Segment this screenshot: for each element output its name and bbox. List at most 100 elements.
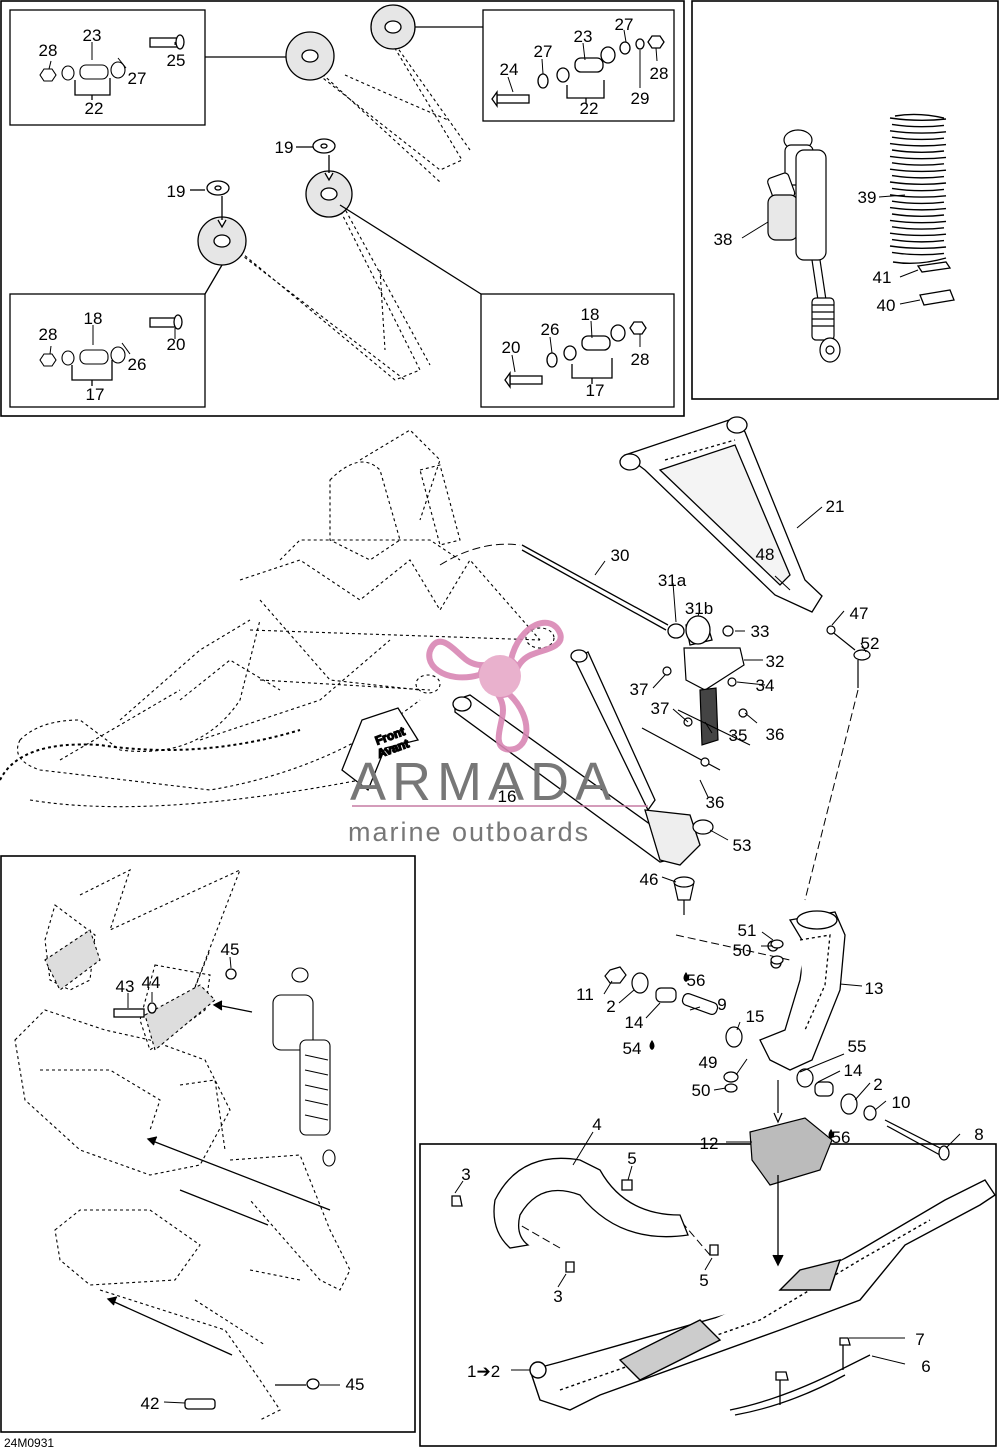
callout-26: 26 <box>541 320 560 339</box>
sway-bracket-32-35 <box>641 625 751 771</box>
callout-20: 20 <box>167 335 186 354</box>
callout-28: 28 <box>631 350 650 369</box>
wear-bar-6 <box>729 1337 871 1416</box>
callout-56: 56 <box>832 1128 851 1147</box>
prop-hub <box>479 655 521 697</box>
chassis-inset <box>0 855 416 1433</box>
callout-17: 17 <box>86 385 105 404</box>
callout-37: 37 <box>651 699 670 718</box>
callout-15: 15 <box>746 1007 765 1026</box>
brand-name: ARMADA <box>350 752 617 812</box>
callout-32: 32 <box>766 652 785 671</box>
ski-mount-hardware <box>604 939 950 1186</box>
drop-icon <box>828 1129 834 1139</box>
callout-5: 5 <box>627 1149 636 1168</box>
hardware-17-left <box>39 314 183 386</box>
callout-52: 52 <box>861 634 880 653</box>
callout-43: 43 <box>116 977 135 996</box>
callout-46: 46 <box>640 870 659 889</box>
callout-9: 9 <box>717 995 726 1014</box>
callout-19: 19 <box>167 182 186 201</box>
prop-blade <box>507 619 564 673</box>
callout-28: 28 <box>39 41 58 60</box>
bushing-circle-cores <box>213 20 402 248</box>
callout-54: 54 <box>623 1039 642 1058</box>
callout-50: 50 <box>733 941 752 960</box>
propeller-logo <box>426 619 564 753</box>
bushing-circles <box>197 4 416 266</box>
callout-17: 17 <box>586 381 605 400</box>
callout-21: 21 <box>826 497 845 516</box>
callout-8: 8 <box>974 1125 983 1144</box>
callout-31b: 31b <box>685 599 713 618</box>
callout-2: 2 <box>606 997 615 1016</box>
callout-38: 38 <box>714 230 733 249</box>
callout-44: 44 <box>142 973 161 992</box>
hardware-box-17-right <box>480 293 675 408</box>
upper-a-arm-21 <box>619 416 823 613</box>
callout-47: 47 <box>850 604 869 623</box>
callout-5: 5 <box>699 1271 708 1290</box>
spacer-washers-19 <box>206 138 336 229</box>
callout-45: 45 <box>346 1375 365 1394</box>
callout-55: 55 <box>848 1037 867 1056</box>
callout-30: 30 <box>611 546 630 565</box>
callout-28: 28 <box>39 325 58 344</box>
lower-arm-16 <box>452 649 701 866</box>
callout-3: 3 <box>553 1287 562 1306</box>
hardware-box-17-left <box>9 293 206 408</box>
callout-18: 18 <box>84 309 103 328</box>
callout-26: 26 <box>128 355 147 374</box>
shock-spring-inset <box>691 0 999 400</box>
callout-20: 20 <box>502 338 521 357</box>
callout-13: 13 <box>865 979 884 998</box>
callout-leaders <box>48 29 961 1404</box>
callout-14: 14 <box>844 1061 863 1080</box>
chassis-arrows <box>106 1000 331 1356</box>
chassis-fasteners <box>113 968 320 1410</box>
callout-41: 41 <box>873 268 892 287</box>
callout-23: 23 <box>574 27 593 46</box>
callout-11: 11 <box>576 985 594 1004</box>
drop-icon <box>683 972 689 982</box>
drawing-code: 24M0931 <box>4 1436 54 1450</box>
callout-12: 12 <box>700 1134 719 1153</box>
callout-56: 56 <box>687 971 706 990</box>
callout-35: 35 <box>729 726 748 745</box>
ski-handle-4 <box>451 1157 719 1273</box>
callout-25: 25 <box>167 51 186 70</box>
shock-absorber-38 <box>767 129 841 363</box>
ball-joints <box>673 625 871 915</box>
callout-4: 4 <box>592 1115 601 1134</box>
callout-50: 50 <box>692 1081 711 1100</box>
hardware-22-right <box>491 35 665 109</box>
hardware-box-22-right <box>482 9 675 122</box>
assembly-arrows <box>772 1175 784 1267</box>
drop-icon <box>649 1040 655 1050</box>
ghost-front-suspension <box>0 429 555 808</box>
callout-39: 39 <box>858 188 877 207</box>
callout-16: 16 <box>498 787 517 806</box>
prop-blade <box>426 638 488 681</box>
callout-23: 23 <box>83 26 102 45</box>
spring-seats-40-41 <box>916 261 955 306</box>
callout-53: 53 <box>733 836 752 855</box>
callout-28: 28 <box>650 64 669 83</box>
tie-rod-30 <box>521 544 713 646</box>
callout-27: 27 <box>615 15 634 34</box>
brand-tagline: marine outboards <box>348 817 590 847</box>
callout-36: 36 <box>706 793 725 812</box>
callout-18: 18 <box>581 305 600 324</box>
callout-36: 36 <box>766 725 785 744</box>
spindle-13 <box>759 910 846 1071</box>
hardware-17-right <box>504 321 647 390</box>
inset-leader-lines <box>190 26 483 295</box>
arrow-callout-1-2: 1➔2 <box>467 1362 500 1381</box>
chassis-shock <box>272 967 336 1167</box>
callout-14: 14 <box>625 1013 644 1032</box>
callout-19: 19 <box>275 138 294 157</box>
callout-2: 2 <box>873 1075 882 1094</box>
prop-blade <box>494 690 530 753</box>
